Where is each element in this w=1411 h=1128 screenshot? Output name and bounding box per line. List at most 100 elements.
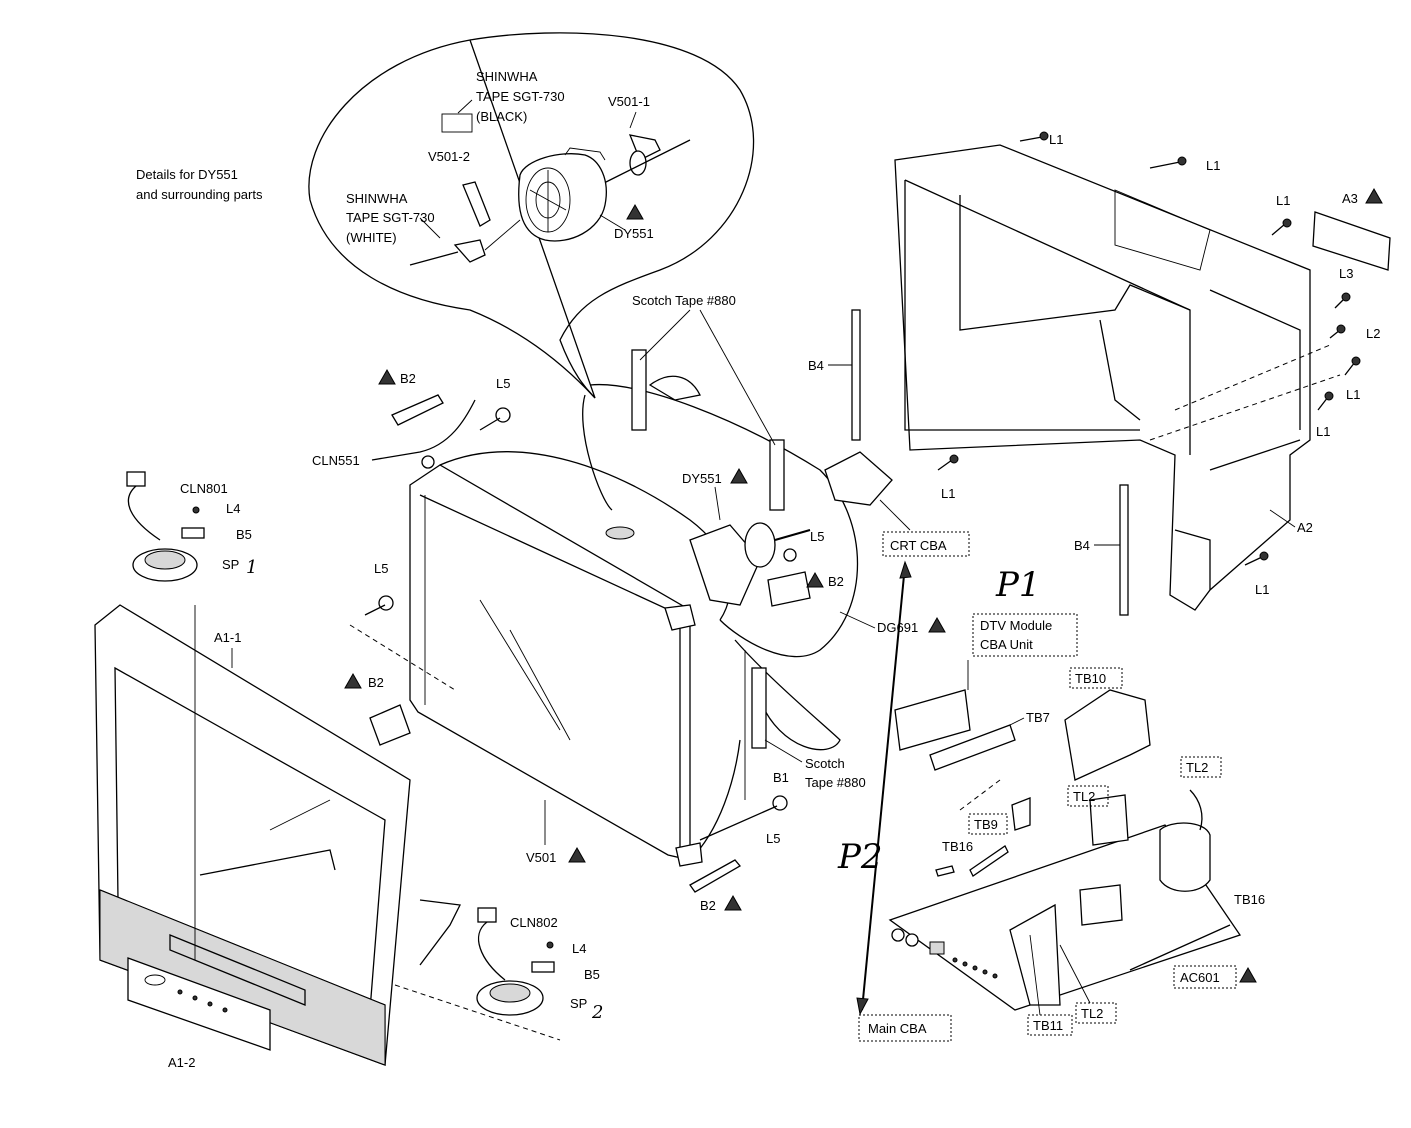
tl2-label-box-1 xyxy=(1180,756,1222,778)
main-cba-label: Main CBA xyxy=(868,1021,927,1036)
b2-bottom-label: B2 xyxy=(700,898,716,913)
cln802-label: CLN802 xyxy=(510,915,558,930)
sp2-hand-label: 2 xyxy=(591,1002,603,1023)
b1-label: B1 xyxy=(773,770,789,785)
sp1-label: SP xyxy=(222,557,239,572)
warning-icon xyxy=(568,846,586,863)
screw-icon xyxy=(783,548,797,562)
a1-1-label: A1-1 xyxy=(214,630,241,645)
tb16-label-1: TB16 xyxy=(942,839,973,854)
connector-arrow xyxy=(861,564,906,1011)
speaker-1 xyxy=(126,471,205,582)
crt-cba-board-icon xyxy=(824,451,893,506)
warning-icon xyxy=(1365,187,1383,204)
bracket-icon xyxy=(689,859,741,893)
screw-icon xyxy=(495,407,511,423)
tape-black-icon xyxy=(441,113,473,133)
dtv-module-label-box xyxy=(972,613,1078,657)
l5-bottom-label: L5 xyxy=(766,831,780,846)
b2-left-label: B2 xyxy=(368,675,384,690)
dtv-module-label-2: CBA Unit xyxy=(980,637,1033,652)
l5-neck-label: L5 xyxy=(810,529,824,544)
l1-label-4: L1 xyxy=(1346,387,1360,402)
detail-note-line1: Details for DY551 xyxy=(136,167,238,182)
speaker-2 xyxy=(476,907,555,1016)
tl2-label-2: TL2 xyxy=(1073,789,1095,804)
main-cba-label-box xyxy=(858,1014,952,1042)
arrow-up-icon xyxy=(899,560,912,579)
ac601-label-box xyxy=(1173,965,1237,989)
screws-l1 xyxy=(937,131,1361,566)
l4-2-label: L4 xyxy=(572,941,586,956)
tb9-label-box xyxy=(968,813,1008,835)
tape-black-label-2: TAPE SGT-730 xyxy=(476,89,565,104)
b2-top-label: B2 xyxy=(400,371,416,386)
crt-tube xyxy=(409,349,858,867)
b4-label-1: B4 xyxy=(808,358,824,373)
warning-icon xyxy=(724,894,742,911)
tape-white-label-1: SHINWHA xyxy=(346,191,408,206)
v501-2-label: V501-2 xyxy=(428,149,470,164)
tape-white-label-3: (WHITE) xyxy=(346,230,397,245)
b5-1-label: B5 xyxy=(236,527,252,542)
screw-icon xyxy=(378,595,394,611)
scotch-tape-top-label: Scotch Tape #880 xyxy=(632,293,736,308)
main-cba-board xyxy=(888,689,1242,1011)
tape-black-label-3: (BLACK) xyxy=(476,109,527,124)
tb16-label-2: TB16 xyxy=(1234,892,1265,907)
cln551-label: CLN551 xyxy=(312,453,360,468)
crt-cba-label: CRT CBA xyxy=(890,538,947,553)
bracket-icon xyxy=(369,704,411,746)
tl2-label-box-2 xyxy=(1067,785,1109,807)
v501-1-label: V501-1 xyxy=(608,94,650,109)
v501-label: V501 xyxy=(526,850,556,865)
warning-icon xyxy=(806,571,824,588)
scotch-tape-bottom-label-1: Scotch xyxy=(805,756,845,771)
dy551-label: DY551 xyxy=(682,471,722,486)
tape-white-icon xyxy=(453,239,486,263)
b4-rail-top xyxy=(851,309,861,441)
l1-label-6: L1 xyxy=(941,486,955,501)
bracket-icon xyxy=(391,394,444,426)
detail-note-line2: and surrounding parts xyxy=(136,187,263,202)
tb9-label: TB9 xyxy=(974,817,998,832)
l2-label: L2 xyxy=(1366,326,1380,341)
v501-2-strip-icon xyxy=(462,181,491,227)
tb10-label: TB10 xyxy=(1075,671,1106,686)
detail-bubble xyxy=(308,32,755,399)
tb11-label: TB11 xyxy=(1033,1018,1063,1033)
tape-white-label-2: TAPE SGT-730 xyxy=(346,210,435,225)
tape-black-label-1: SHINWHA xyxy=(476,69,538,84)
tl2-label-1: TL2 xyxy=(1186,760,1208,775)
crt-cba-label-box xyxy=(882,531,970,557)
warning-icon xyxy=(344,672,362,689)
tl2-label-3: TL2 xyxy=(1081,1006,1103,1021)
l4-1-label: L4 xyxy=(226,501,240,516)
scotch-tape-bottom-label-2: Tape #880 xyxy=(805,775,866,790)
sp1-hand-label: 1 xyxy=(246,557,257,578)
warning-icon xyxy=(626,203,644,220)
a3-plate-icon xyxy=(1312,211,1391,271)
warning-icon xyxy=(1239,966,1257,983)
l1-label-1: L1 xyxy=(1049,132,1063,147)
b4-rail-bottom xyxy=(1119,484,1129,616)
l1-label-2: L1 xyxy=(1206,158,1220,173)
sp2-label: SP xyxy=(570,996,587,1011)
dg691-label: DG691 xyxy=(877,620,918,635)
warning-icon xyxy=(730,467,748,484)
cln801-label: CLN801 xyxy=(180,481,228,496)
control-panel xyxy=(127,957,271,1051)
tb11-label-box xyxy=(1027,1014,1073,1036)
l5-top-label: L5 xyxy=(496,376,510,391)
screw-icon xyxy=(772,795,788,811)
l1-label-3: L1 xyxy=(1276,193,1290,208)
front-cabinet xyxy=(94,604,461,1066)
warning-icon xyxy=(928,616,946,633)
dtv-module-board-icon xyxy=(894,689,971,751)
dtv-module-label-1: DTV Module xyxy=(980,618,1052,633)
bracket-icon xyxy=(767,571,811,607)
l3-label: L3 xyxy=(1339,266,1353,281)
tl2-label-box-3 xyxy=(1075,1002,1117,1024)
p1-label: P1 xyxy=(995,565,1041,605)
